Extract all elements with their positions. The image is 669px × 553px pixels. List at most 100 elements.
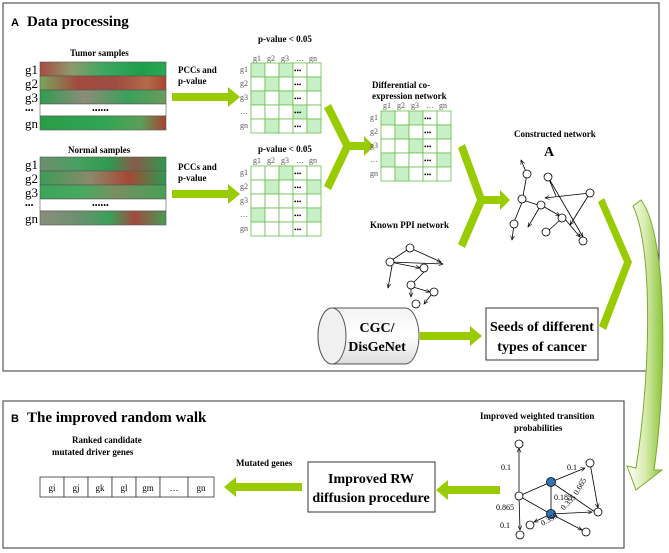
m3-cell — [394, 152, 410, 168]
m2-col-g2: g2 — [267, 156, 275, 165]
m1-row-g3: g3 — [240, 93, 248, 102]
wn-edge — [550, 481, 596, 513]
tumor-gene-labels: g1 g2 g3 ••• gn — [25, 62, 39, 131]
m3-cell — [394, 138, 410, 154]
cn-node — [517, 194, 527, 204]
m1-cell — [264, 104, 280, 120]
arrow-merge-matrices — [324, 104, 374, 190]
m3-cell — [436, 166, 452, 182]
normal-bar-gn — [39, 210, 167, 226]
m3-row-g1: g1 — [370, 113, 378, 122]
weight-label: 0.865 — [496, 503, 514, 512]
m3-cell — [436, 152, 452, 168]
m3-dots: ••• — [424, 171, 432, 179]
m3-cell — [408, 124, 424, 140]
ppi-edge — [389, 261, 420, 268]
transition-prob-line1: Improved weighted transition — [480, 411, 594, 421]
tumor-label-g1: g1 — [25, 62, 38, 77]
gene-gi: gi — [48, 483, 56, 493]
transition-prob-line2: probabilities — [514, 423, 563, 433]
m1-cell — [278, 90, 294, 106]
cn-node — [541, 227, 551, 237]
m2-cell — [278, 193, 294, 209]
arrow-merge-networks — [458, 144, 510, 248]
wn-edge — [519, 495, 520, 530]
m3-dots: ••• — [424, 143, 432, 151]
m1-row-gn: gn — [240, 121, 248, 130]
m1-row-dots: … — [240, 107, 248, 116]
m1-dots: ••• — [294, 109, 302, 117]
normal-bar-g3 — [39, 184, 167, 200]
m1-cell — [278, 62, 294, 78]
m3-col-dots: … — [426, 101, 434, 110]
m1-grid — [250, 62, 322, 134]
tumor-label-g3: g3 — [25, 90, 38, 105]
m3-cell — [394, 110, 410, 126]
m3-col-g2: g2 — [397, 101, 405, 110]
weighted-network-nodes — [514, 439, 603, 540]
m3-cell — [408, 110, 424, 126]
tumor-bar-gn — [39, 115, 167, 131]
normal-bar-g1 — [39, 156, 167, 172]
m3-cell — [436, 124, 452, 140]
gene-cell — [187, 476, 215, 498]
gene-gk: gk — [96, 483, 106, 493]
ppi-network-label: Known PPI network — [370, 220, 449, 230]
m2-cell — [250, 207, 266, 223]
m1-col-dots: … — [296, 54, 304, 63]
weight-label: 0.185 — [554, 493, 572, 502]
wn-edge — [518, 495, 550, 514]
m2-cell — [306, 165, 322, 181]
cn-node — [509, 219, 519, 229]
m2-cell — [306, 179, 322, 195]
m1-cell — [306, 104, 322, 120]
m3-dots: ••• — [424, 129, 432, 137]
m2-dots: ••• — [294, 170, 302, 178]
panel-a-letter: A — [11, 17, 19, 29]
m1-cell — [250, 104, 266, 120]
wn-node — [585, 458, 595, 468]
m1-dots: ••• — [294, 123, 302, 131]
m1-cell — [264, 76, 280, 92]
m2-dots: ••• — [294, 226, 302, 234]
wn-node — [593, 507, 603, 517]
pcc-label-top-line1: PCCs and — [178, 65, 217, 75]
ppi-edge — [389, 261, 443, 264]
ppi-node — [419, 263, 429, 273]
m1-cell — [264, 118, 280, 134]
gene-gm: gm — [142, 483, 154, 493]
pcc-label-bottom-line2: p-value — [178, 173, 207, 183]
m2-dots: ••• — [294, 184, 302, 192]
m2-cell — [306, 221, 322, 237]
m1-cell — [250, 90, 266, 106]
seeds-label-line2: types of cancer — [497, 340, 586, 355]
arrow-cgc-to-seeds — [420, 326, 482, 346]
gene-gj: gj — [72, 483, 79, 493]
m1-col-g1: g1 — [253, 54, 261, 63]
seeds-box — [485, 307, 599, 361]
m2-grid — [250, 165, 322, 237]
m2-cell — [250, 165, 266, 181]
pvalue-label-bottom: p-value < 0.05 — [258, 144, 312, 154]
m2-row-g3: g3 — [240, 196, 248, 205]
tumor-dots-row: •••••• — [92, 106, 109, 115]
m1-cell — [250, 62, 266, 78]
mutated-genes-label: Mutated genes — [236, 458, 293, 468]
m3-grid — [380, 110, 452, 182]
m1-col-gn: gn — [309, 54, 317, 63]
m3-cell — [408, 152, 424, 168]
cn-node — [578, 236, 588, 246]
wn-node — [515, 530, 525, 540]
normal-label-g3: g3 — [25, 185, 38, 200]
pvalue-label-top: p-value < 0.05 — [258, 34, 312, 44]
m1-dots: ••• — [294, 81, 302, 89]
normal-label-gn: gn — [25, 211, 39, 226]
m2-cell — [278, 207, 294, 223]
tumor-label-g2: g2 — [25, 76, 38, 91]
m1-cell — [278, 76, 294, 92]
tumor-bar-g1 — [39, 61, 167, 77]
tumor-bar-g2 — [39, 75, 167, 91]
m2-cell — [264, 165, 280, 181]
gene-gn: gn — [197, 483, 207, 493]
